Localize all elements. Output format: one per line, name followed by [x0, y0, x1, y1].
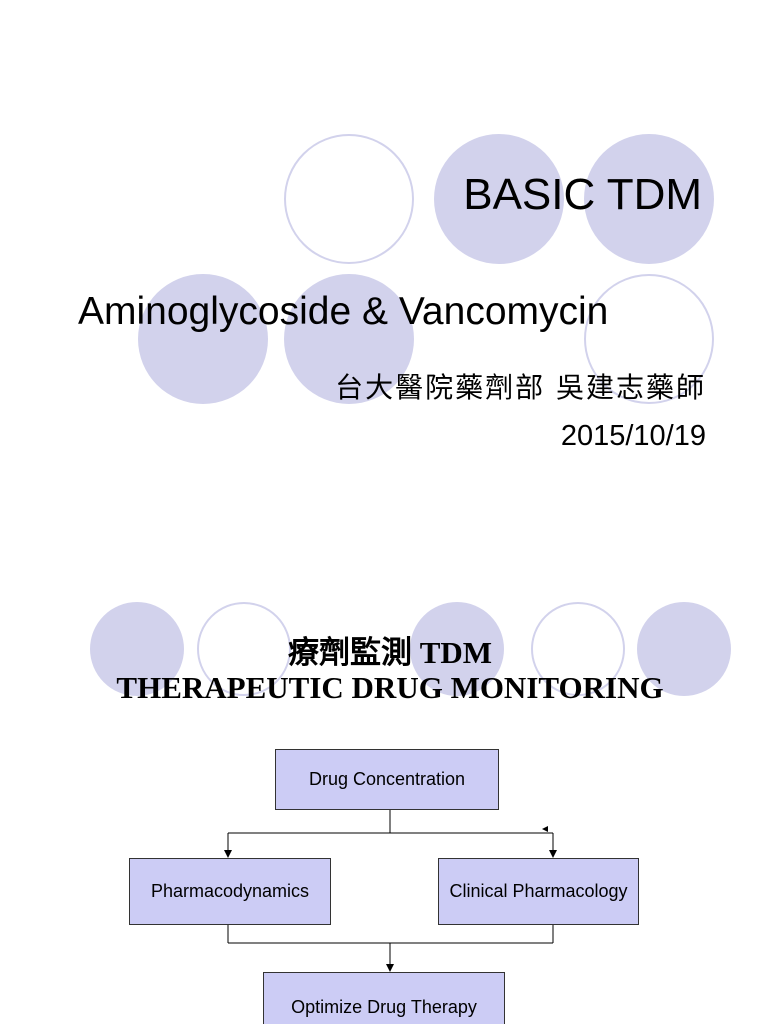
flowchart-node-drug-concentration: Drug Concentration: [275, 749, 499, 810]
presentation-date: 2015/10/19: [560, 420, 706, 452]
decorative-circle: [138, 274, 268, 404]
title-slide: BASIC TDM Aminoglycoside & Vancomycin 台大…: [78, 134, 714, 452]
slide-title: BASIC TDM: [463, 170, 702, 219]
decorative-circle: [584, 134, 714, 264]
flowchart-connectors: [224, 810, 557, 972]
flowchart-node-clinical-pharmacology: Clinical Pharmacology: [438, 858, 639, 925]
flowchart-node-pharmacodynamics: Pharmacodynamics: [129, 858, 331, 925]
stray-arrowhead: [542, 826, 548, 832]
decorative-circle: [637, 602, 731, 696]
decorative-circle: [434, 134, 564, 264]
slide-heading-chinese: 療劑監測 TDM: [287, 635, 493, 670]
author-line: 台大醫院藥劑部 吳建志藥師: [335, 371, 706, 404]
slide-subtitle: Aminoglycoside & Vancomycin: [78, 290, 609, 333]
decorative-circle: [410, 602, 504, 696]
decorative-circle: [197, 602, 291, 696]
tdm-overview-slide: 療劑監測 TDM THERAPEUTIC DRUG MONITORING Dru…: [0, 540, 768, 1024]
decorative-circle: [584, 274, 714, 404]
slide-heading-english: THERAPEUTIC DRUG MONITORING: [116, 670, 664, 705]
decorative-circle: [284, 274, 414, 404]
decorative-circle: [284, 134, 414, 264]
decorative-circle: [90, 602, 184, 696]
decorative-circle: [531, 602, 625, 696]
flowchart-node-optimize-drug-therapy: Optimize Drug Therapy: [263, 972, 505, 1024]
